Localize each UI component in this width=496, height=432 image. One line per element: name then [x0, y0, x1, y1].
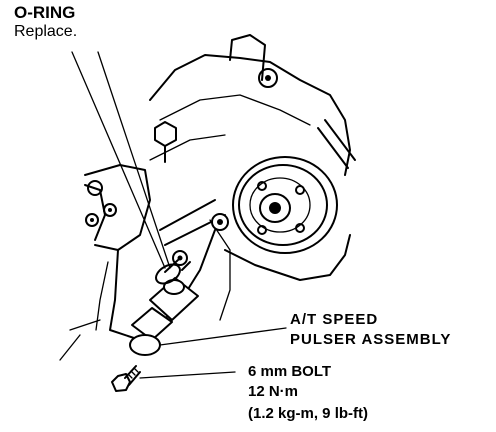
oring-leader-line [97, 51, 171, 269]
pulser-leader-line [159, 327, 287, 346]
bolt-torque-alt: (1.2 kg-m, 9 lb-ft) [248, 405, 369, 422]
bolt-label-line1: 6 mm BOLT [248, 363, 332, 380]
mounting-boss [229, 34, 266, 81]
mount-bolt-top-center [265, 75, 271, 81]
pulser-label-line2: PULSER ASSEMBLY [290, 331, 452, 348]
pulser-label-line1: A/T SPEED [290, 311, 379, 328]
oring-note-label: Replace. [14, 23, 78, 40]
mount-bolt-top [258, 68, 278, 88]
case-bolt-center [177, 255, 183, 261]
bolt-leader-line [139, 371, 236, 379]
oring-title-label: O-RING [14, 3, 76, 22]
transmission-case-flange [209, 219, 231, 321]
case-bolt-center [217, 219, 223, 225]
housing-bolt-head [154, 121, 177, 147]
transmission-housing-upper [149, 54, 351, 176]
transmission-case-lower [224, 234, 351, 281]
six-mm-bolt [111, 365, 141, 392]
transmission-housing-rib [159, 94, 311, 126]
cable-bundle [69, 261, 109, 331]
right-support-rod [317, 119, 356, 169]
floor-line [59, 334, 81, 361]
drive-pulley [232, 156, 338, 254]
transmission-housing-rib [149, 134, 226, 161]
bolt-torque-nm: 12 N·m [248, 383, 299, 400]
oring-leader-line [71, 51, 166, 269]
